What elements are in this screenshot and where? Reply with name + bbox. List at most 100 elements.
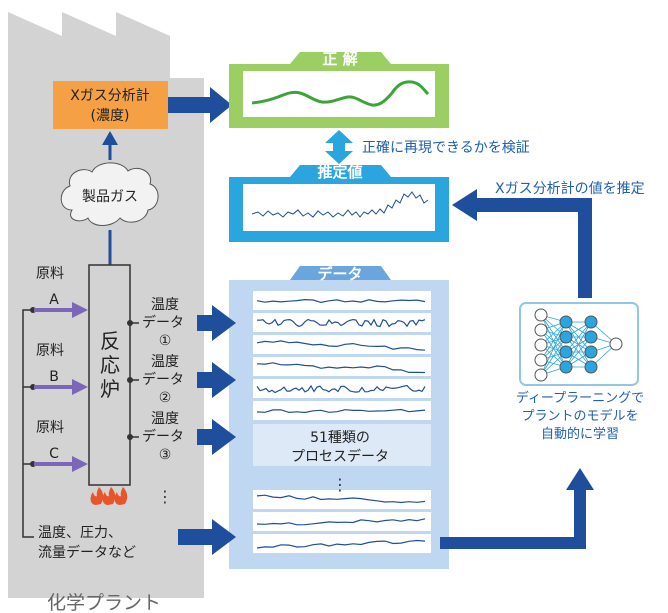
temp-node — [127, 434, 133, 440]
data-signal — [256, 298, 426, 304]
data-signal — [256, 408, 426, 414]
data-signal — [256, 384, 426, 394]
answer-signal — [251, 80, 430, 107]
material-arrowhead — [72, 302, 88, 318]
reactor — [88, 264, 131, 486]
data-row — [253, 512, 431, 531]
neural-net-icon — [534, 308, 623, 382]
material-C: 原料 C — [30, 420, 88, 472]
nn-node — [559, 330, 573, 344]
material-arrowhead — [72, 456, 88, 472]
data-signal — [256, 318, 426, 328]
dl-to-estimate-arrow — [473, 198, 592, 298]
reactor-char: 応 — [100, 353, 120, 377]
data-ellipsis: ⋮ — [332, 475, 348, 494]
dl-text-line3: 自動的に学習 — [541, 426, 619, 442]
nn-node — [584, 315, 598, 329]
nn-node — [584, 345, 598, 359]
dl-to-estimate-arrowhead — [452, 189, 477, 221]
temps-ellipsis: ⋮ — [157, 487, 173, 506]
dl-text-line2: プラントのモデルを — [521, 408, 638, 424]
temp-number: ① — [159, 333, 172, 349]
data-row — [253, 534, 431, 553]
temp-number: ② — [159, 390, 172, 406]
nn-edge — [565, 321, 592, 353]
nn-node — [534, 308, 548, 322]
nn-edge — [540, 336, 567, 376]
estimate-signal — [251, 191, 429, 218]
plant-name: 化学プラント — [47, 592, 161, 613]
temp-node — [127, 377, 133, 383]
verify-label: 正確に再現できるかを検証 — [362, 140, 530, 156]
product-gas-cloud — [60, 162, 159, 226]
data-row — [253, 490, 431, 509]
data-to-dl-arrowhead — [566, 468, 594, 490]
data-input-arrow — [197, 419, 236, 455]
data-to-dl-arrow — [440, 488, 586, 549]
answer-label: 正 解 — [322, 50, 357, 68]
temp-label: 温度 — [151, 411, 179, 427]
nn-node — [584, 360, 598, 374]
estimate-panel — [229, 165, 449, 242]
temp-label-sub: データ — [142, 371, 184, 388]
nn-edge — [540, 321, 567, 361]
data-signal — [256, 518, 426, 526]
data-row — [253, 313, 431, 332]
answer-panel — [229, 52, 449, 128]
temp-label-sub: データ — [142, 314, 184, 331]
reactor-char: 炉 — [100, 377, 120, 401]
product-gas-label: 製品ガス — [82, 189, 138, 205]
nn-node — [534, 323, 548, 337]
nn-node — [534, 368, 548, 382]
reactor-char: 反 — [100, 329, 120, 353]
data-center-line1: 51種類の — [310, 430, 370, 446]
material-B: 原料 B — [30, 343, 88, 395]
material-label: 原料 — [36, 420, 64, 436]
material-arrowhead — [72, 379, 88, 395]
gas-to-analyzer-arrowhead — [102, 131, 118, 145]
data-panel-label: データ — [317, 265, 362, 283]
data-input-arrow — [197, 305, 236, 341]
data-signal — [256, 494, 426, 504]
material-label: 原料 — [36, 343, 64, 359]
material-id: B — [49, 369, 59, 385]
verify-double-arrow — [325, 130, 353, 164]
material-id: C — [49, 446, 59, 462]
data-input-arrow — [178, 519, 236, 555]
data-signal — [256, 539, 426, 549]
nn-node — [559, 345, 573, 359]
nn-edge — [540, 321, 567, 376]
temp-label: 温度 — [151, 297, 179, 313]
data-row — [253, 357, 431, 376]
temp-number: ③ — [159, 447, 172, 463]
material-id: A — [49, 292, 59, 308]
nn-node — [534, 338, 548, 352]
nn-node — [559, 315, 573, 329]
estimate-caption: Xガス分析計の値を推定 — [495, 181, 645, 197]
analyzer-label-line1: Xガス分析計 — [70, 88, 150, 104]
dl-text-line1: ディープラーニングで — [516, 390, 644, 406]
nn-edge — [565, 336, 592, 368]
analyzer-to-answer-arrow — [168, 87, 232, 123]
temp-label-sub: データ — [142, 428, 184, 445]
analyzer-label-line2: (濃度) — [91, 108, 130, 124]
material-A: 原料 A — [30, 266, 88, 318]
data-input-arrow — [197, 362, 236, 398]
nn-node — [584, 330, 598, 344]
nn-node — [559, 360, 573, 374]
reactor-label: 反応炉 — [100, 329, 120, 401]
data-rows — [253, 291, 431, 553]
data-signal — [256, 340, 426, 351]
data-center-line2: プロセスデータ — [291, 448, 389, 465]
others-line — [22, 522, 34, 538]
material-label: 原料 — [36, 266, 64, 282]
data-center-bg — [253, 424, 431, 466]
others-label-line1: 温度、圧力、 — [38, 525, 122, 541]
analyzer-box — [53, 81, 168, 129]
data-signal — [256, 362, 426, 374]
data-row — [253, 379, 431, 398]
